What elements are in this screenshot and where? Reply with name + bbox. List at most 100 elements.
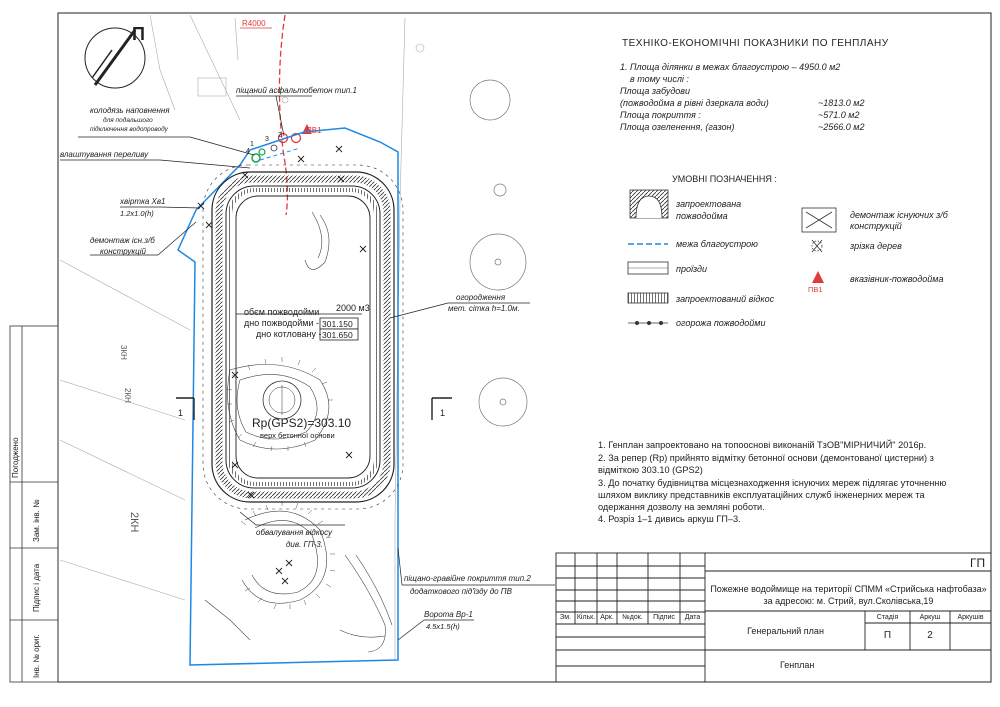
demolition-marks (197, 145, 367, 585)
callout-asphalt: піщаний асфальтобетон тип.1 (236, 86, 357, 95)
callout-vorota: Ворота Вр-1 (424, 610, 473, 619)
tb-header: Арк. (600, 614, 614, 621)
mark-2: 2 (278, 132, 282, 139)
reservoir (202, 164, 404, 510)
tree-group (469, 79, 528, 427)
teo-value: ~571.0 м2 (818, 110, 860, 120)
building-label: 3КН (119, 345, 128, 360)
title-block (555, 552, 992, 683)
teo-row: в тому числі : (630, 74, 689, 84)
teo-value: ~1813.0 м2 (818, 98, 865, 108)
callout-slope-2: див. ГП-3. (286, 540, 323, 549)
tb-stage: П (883, 630, 892, 641)
side-stamp (9, 325, 59, 683)
slope-embankment (204, 211, 393, 653)
legend-icons (627, 189, 837, 325)
concrete-base (262, 380, 302, 420)
tb-stage-label: Стадія (876, 614, 899, 621)
tb-sheet-num: 2 (927, 630, 933, 641)
tb-header: Дата (684, 614, 701, 621)
building-label: 2КН (128, 512, 140, 533)
fill-well-icon (251, 144, 278, 163)
stamp-sign-date: Підпис і дата (32, 563, 41, 612)
callout-sand-2: додаткового під'їзду до ПВ (410, 587, 512, 596)
stamp-approved: Погоджено (11, 437, 20, 478)
legend-pointer-code: ПВ1 (808, 285, 823, 294)
teo-title: ТЕХНІКО-ЕКОНОМІЧНІ ПОКАЗНИКИ ПО ГЕНПЛАНУ (622, 38, 889, 49)
north-letter: П (132, 24, 145, 44)
bottom-value: 301.150 (322, 319, 353, 329)
teo-row: 1. Площа ділянки в межах благоустрою – 4… (620, 62, 841, 72)
callout-demolition-2: конструкцій (100, 247, 146, 256)
callout-vorota-size: 4.5х1.5(h) (426, 622, 460, 631)
bottom-label: дно пожводойми - (244, 318, 320, 328)
building-label: 2КН (123, 388, 132, 403)
callout-overflow: влаштування переливу (60, 150, 149, 159)
volume-box (319, 317, 359, 341)
callout-leaders (60, 95, 555, 641)
note-line: 1. Генплан запроектовано на топоосновi в… (598, 440, 927, 450)
callout-fence-2: мет. сітка h=1.0м. (448, 304, 520, 313)
section-mark-left: 1 (178, 408, 184, 418)
pv-label: ПВ1 (306, 126, 322, 135)
callout-gate: хвіртка Хв1 (120, 197, 166, 206)
tb-sheets-label: Аркушів (957, 614, 984, 621)
section-mark-right: 1 (440, 408, 446, 418)
legend-red-triangle-icon (812, 271, 824, 283)
teo-row: (пожводойма в рівні дзеркала води) (620, 98, 769, 108)
teo-row: Площа забудови (620, 86, 691, 96)
stamp-replace-inv: Зам. інв. № (32, 499, 41, 542)
note-line: 2. За репер (Rp) прийнято відмітку бетон… (598, 453, 934, 463)
legend-item-slope: запроектований відкос (676, 294, 775, 304)
callout-gate-size: 1.2х1.0(h) (120, 209, 154, 218)
callout-well: колодязь наповнення (90, 106, 170, 115)
callout-well-2: для подальшого (103, 117, 153, 124)
note-line: шляхом виклику представників експлуатаці… (598, 490, 925, 500)
north-arrow-icon (84, 27, 146, 89)
radius-label: R4000 (242, 19, 266, 28)
radius-line (240, 14, 302, 216)
mark-4: 4 (246, 148, 250, 155)
improvement-boundary (177, 127, 399, 666)
tb-header: Підпис (653, 614, 675, 621)
legend-item-roads: проїзди (676, 264, 708, 274)
tb-sheet-title: Генеральний план (747, 626, 824, 636)
tb-header: Зм. (560, 614, 571, 621)
mark-3: 3 (265, 136, 269, 143)
legend-title: УМОВНІ ПОЗНАЧЕННЯ : (672, 174, 777, 184)
callout-sand: піщано-гравійне покриття тип.2 (404, 574, 531, 583)
legend-item-reservoir: запроектована пожводойма (676, 199, 742, 221)
legend-item-demolition: демонтаж існуючих з/б конструкцій (850, 210, 948, 231)
tb-code: ГП (970, 556, 986, 570)
survey-background (59, 14, 425, 660)
legend-item-trees: зрізка дерев (850, 241, 902, 251)
volume-label: обєм пожводойми (244, 307, 320, 317)
note-line: 3. До початку будівництва місцезнаходжен… (598, 478, 947, 488)
callout-well-3: підключення водопроводу (90, 126, 168, 133)
callout-fence: огородження (456, 293, 506, 302)
callout-slope: обвалування відкосу (256, 528, 332, 537)
note-line: відміткою 303.10 (GPS2) (598, 465, 703, 475)
pit-value: 301.650 (322, 330, 353, 340)
tb-footer: Генплан (780, 660, 815, 670)
legend-item-pointer: вказівник-пожводойма (850, 274, 944, 284)
pit-label: дно котловану - (256, 329, 322, 339)
note-line: одержання дозволу на земляні роботи. (598, 502, 765, 512)
note-line: 4. Розріз 1–1 дивись аркуш ГП–3. (598, 514, 741, 524)
tb-project: Пожежне водоймище на території СПММ «Стр… (710, 584, 987, 594)
legend-item-boundary: межа благоустрою (676, 239, 758, 249)
callout-demolition: демонтаж існ.з/б (90, 236, 155, 245)
teo-value: ~2566.0 м2 (818, 122, 865, 132)
tb-header: Кільк. (576, 614, 596, 621)
tb-header: №док. (622, 614, 643, 621)
teo-row: Площа покриття : (620, 110, 701, 120)
legend-item-fence: огорожа пожводойми (676, 318, 766, 328)
rp-label: Rp(GPS2)=303.10 (252, 416, 352, 430)
teo-row: Площа озеленення, (газон) (620, 122, 735, 132)
mark-1: 1 (250, 141, 254, 148)
volume-value: 2000 м3 (336, 303, 370, 313)
section-1-1 (176, 397, 452, 420)
tb-address: за адресою: м. Стрий, вул.Сколівська,19 (763, 596, 934, 606)
stamp-orig-inv: Інв. № ориг. (32, 634, 41, 678)
